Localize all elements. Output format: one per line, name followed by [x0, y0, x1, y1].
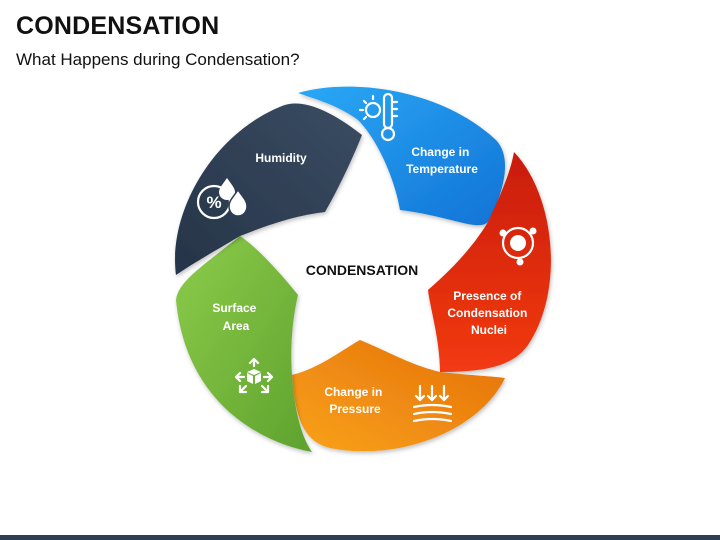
expand-cube-icon: [234, 357, 274, 394]
segment-label-change-in-pressure: Change in Pressure: [324, 385, 385, 416]
segment-label-humidity: Humidity: [255, 151, 307, 165]
segment-change-in-temperature: Change in Temperature: [298, 86, 506, 226]
segment-label-change-in-temperature: Change in Temperature: [406, 145, 478, 176]
bottom-accent-bar: [0, 535, 720, 540]
segment-label-presence-of-condensation-nuclei: Presence of Condensation Nuclei: [447, 289, 530, 337]
segment-change-in-pressure: Change in Pressure: [292, 340, 505, 452]
pressure-arrows-icon: [412, 384, 453, 423]
segment-label-surface-area: Surface Area: [212, 301, 259, 333]
svg-text:%: %: [206, 193, 221, 212]
slide-subtitle: What Happens during Condensation?: [16, 50, 300, 69]
nucleus-icon: [499, 226, 537, 266]
slide-title: CONDENSATION: [16, 12, 220, 40]
humidity-drops-icon: %: [196, 178, 248, 220]
thermometer-sun-icon: [358, 92, 399, 142]
segment-presence-of-condensation-nuclei: Presence of Condensation Nuclei: [428, 152, 551, 372]
segment-humidity: Humidity %: [175, 103, 362, 275]
center-label: CONDENSATION: [306, 262, 419, 278]
segment-surface-area: Surface Area: [176, 236, 312, 452]
